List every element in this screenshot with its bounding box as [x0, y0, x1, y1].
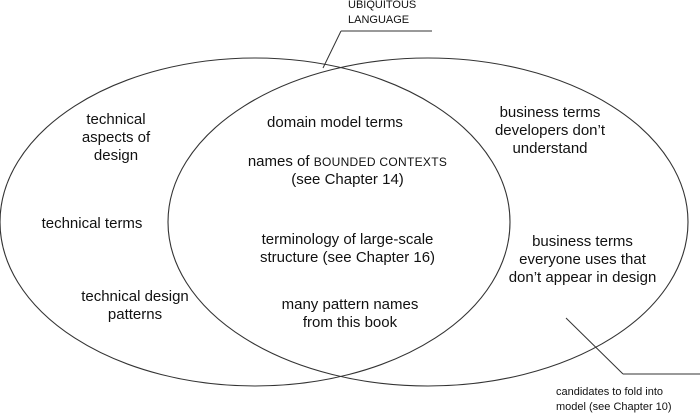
bounded-contexts-ref: (see Chapter 14) — [291, 171, 404, 188]
bounded-contexts-prefix: names of — [247, 153, 314, 170]
technical-aspects-label: technical aspects of design — [81, 111, 151, 164]
ubiquitous-language-leader — [322, 30, 342, 69]
business-terms-not-in-design-label: business terms everyone uses that don’t … — [508, 233, 657, 286]
technical-patterns-label: technical design patterns — [81, 288, 189, 323]
candidates-leader — [565, 317, 624, 375]
candidates-label: candidates to fold into model (see Chapt… — [556, 386, 672, 413]
domain-model-terms-label: domain model terms — [267, 114, 403, 131]
bounded-contexts-term: BOUNDED CONTEXTS — [313, 155, 448, 169]
bounded-contexts-block: names of BOUNDED CONTEXTS (see Chapter 1… — [225, 153, 470, 189]
business-terms-not-understood-label: business terms developers don’t understa… — [494, 104, 606, 157]
business-ellipse — [167, 57, 689, 387]
technical-ellipse — [0, 57, 511, 387]
pattern-names-label: many pattern names from this book — [281, 296, 419, 331]
technical-terms-label: technical terms — [41, 215, 143, 232]
large-scale-structure-label: terminology of large-scale structure (se… — [259, 231, 436, 266]
ubiquitous-language-label: UBIQUITOUS LANGUAGE — [348, 0, 417, 26]
